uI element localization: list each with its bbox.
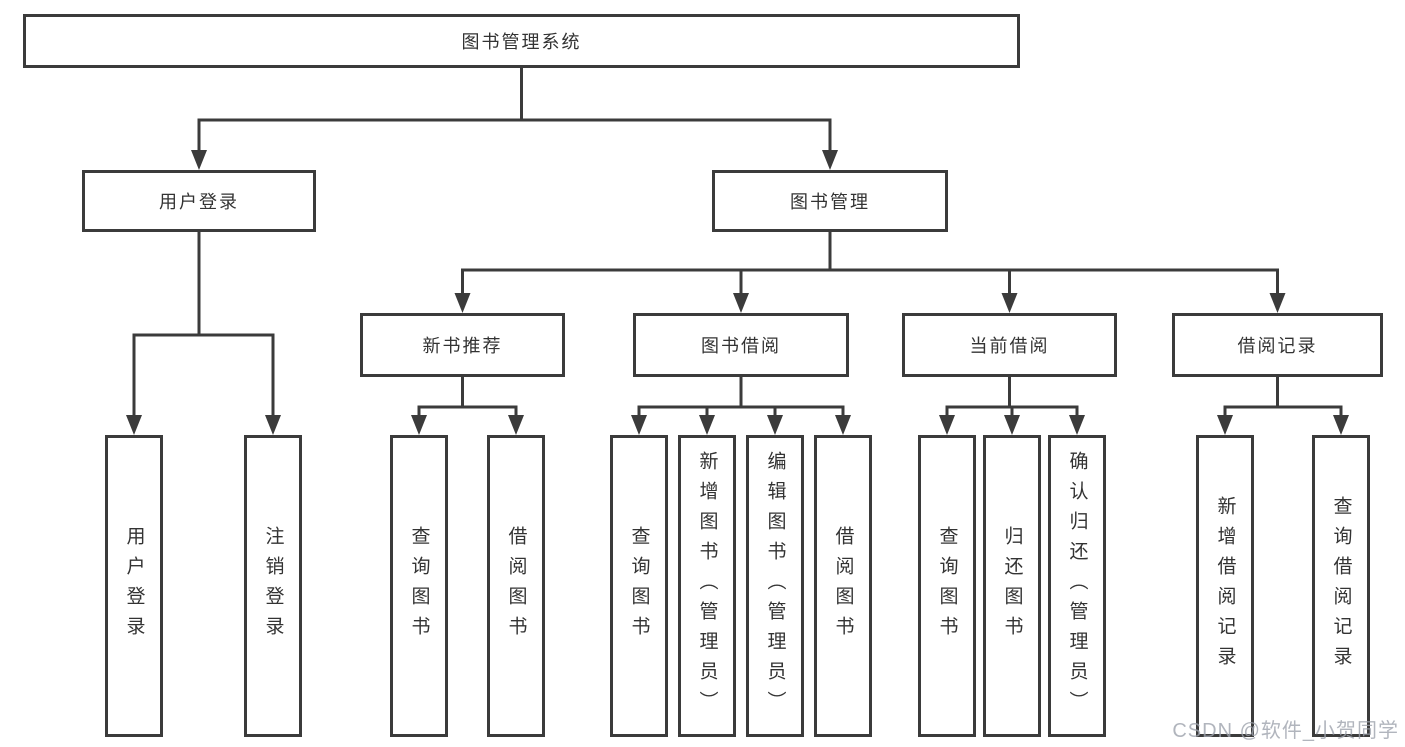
node-root-label: 图书管理系统 xyxy=(461,32,582,52)
node-book-management-label: 图书管理 xyxy=(790,192,870,212)
node-leaf-query-books-current-label: 查询图书 xyxy=(936,526,958,646)
node-leaf-query-borrow-record: 查询借阅记录 xyxy=(1312,435,1370,737)
node-leaf-query-books-borrowing-label: 查询图书 xyxy=(628,526,650,646)
connector-current-borrowing-to-leaves xyxy=(939,377,1085,435)
node-book-management: 图书管理 xyxy=(712,170,948,232)
node-leaf-edit-book-admin: 编辑图书（管理员） xyxy=(746,435,804,737)
connector-book-borrowing-to-leaves xyxy=(631,377,851,435)
node-leaf-edit-book-admin-label: 编辑图书（管理员） xyxy=(764,451,786,721)
node-leaf-query-books-borrowing: 查询图书 xyxy=(610,435,668,737)
node-leaf-query-books-recommend: 查询图书 xyxy=(390,435,448,737)
node-leaf-add-borrow-record: 新增借阅记录 xyxy=(1196,435,1254,737)
node-current-borrowing: 当前借阅 xyxy=(902,313,1117,377)
node-current-borrowing-label: 当前借阅 xyxy=(969,336,1050,356)
node-leaf-logout-label: 注销登录 xyxy=(262,526,284,646)
node-borrowing-records: 借阅记录 xyxy=(1172,313,1383,377)
node-leaf-borrow-books-borrowing-label: 借阅图书 xyxy=(832,526,854,646)
node-leaf-confirm-return-admin-label: 确认归还（管理员） xyxy=(1066,451,1088,721)
node-leaf-query-books-current: 查询图书 xyxy=(918,435,976,737)
connector-book-management-to-level2 xyxy=(454,232,1286,313)
node-leaf-user-login-label: 用户登录 xyxy=(123,526,145,646)
node-leaf-confirm-return-admin: 确认归还（管理员） xyxy=(1048,435,1106,737)
node-leaf-borrow-books-recommend-label: 借阅图书 xyxy=(505,526,527,646)
connector-new-book-to-leaves xyxy=(411,377,524,435)
node-user-login: 用户登录 xyxy=(82,170,316,232)
node-new-book-recommendation: 新书推荐 xyxy=(360,313,565,377)
node-leaf-borrow-books-recommend: 借阅图书 xyxy=(487,435,545,737)
node-new-book-recommendation-label: 新书推荐 xyxy=(422,336,503,356)
node-leaf-query-books-recommend-label: 查询图书 xyxy=(408,526,430,646)
node-book-borrowing: 图书借阅 xyxy=(633,313,849,377)
node-book-borrowing-label: 图书借阅 xyxy=(701,336,781,356)
node-user-login-label: 用户登录 xyxy=(159,192,239,212)
node-leaf-return-books-label: 归还图书 xyxy=(1001,526,1023,646)
node-root: 图书管理系统 xyxy=(23,14,1020,68)
node-leaf-add-borrow-record-label: 新增借阅记录 xyxy=(1214,496,1236,676)
node-leaf-add-book-admin-label: 新增图书（管理员） xyxy=(696,451,718,721)
node-leaf-return-books: 归还图书 xyxy=(983,435,1041,737)
node-leaf-logout: 注销登录 xyxy=(244,435,302,737)
node-borrowing-records-label: 借阅记录 xyxy=(1237,336,1318,356)
node-leaf-query-borrow-record-label: 查询借阅记录 xyxy=(1330,496,1352,676)
node-leaf-borrow-books-borrowing: 借阅图书 xyxy=(814,435,872,737)
node-leaf-add-book-admin: 新增图书（管理员） xyxy=(678,435,736,737)
connector-root-to-level1 xyxy=(191,66,838,170)
connector-user-login-to-leaves xyxy=(126,232,281,435)
connector-borrowing-records-to-leaves xyxy=(1217,377,1349,435)
node-leaf-user-login: 用户登录 xyxy=(105,435,163,737)
